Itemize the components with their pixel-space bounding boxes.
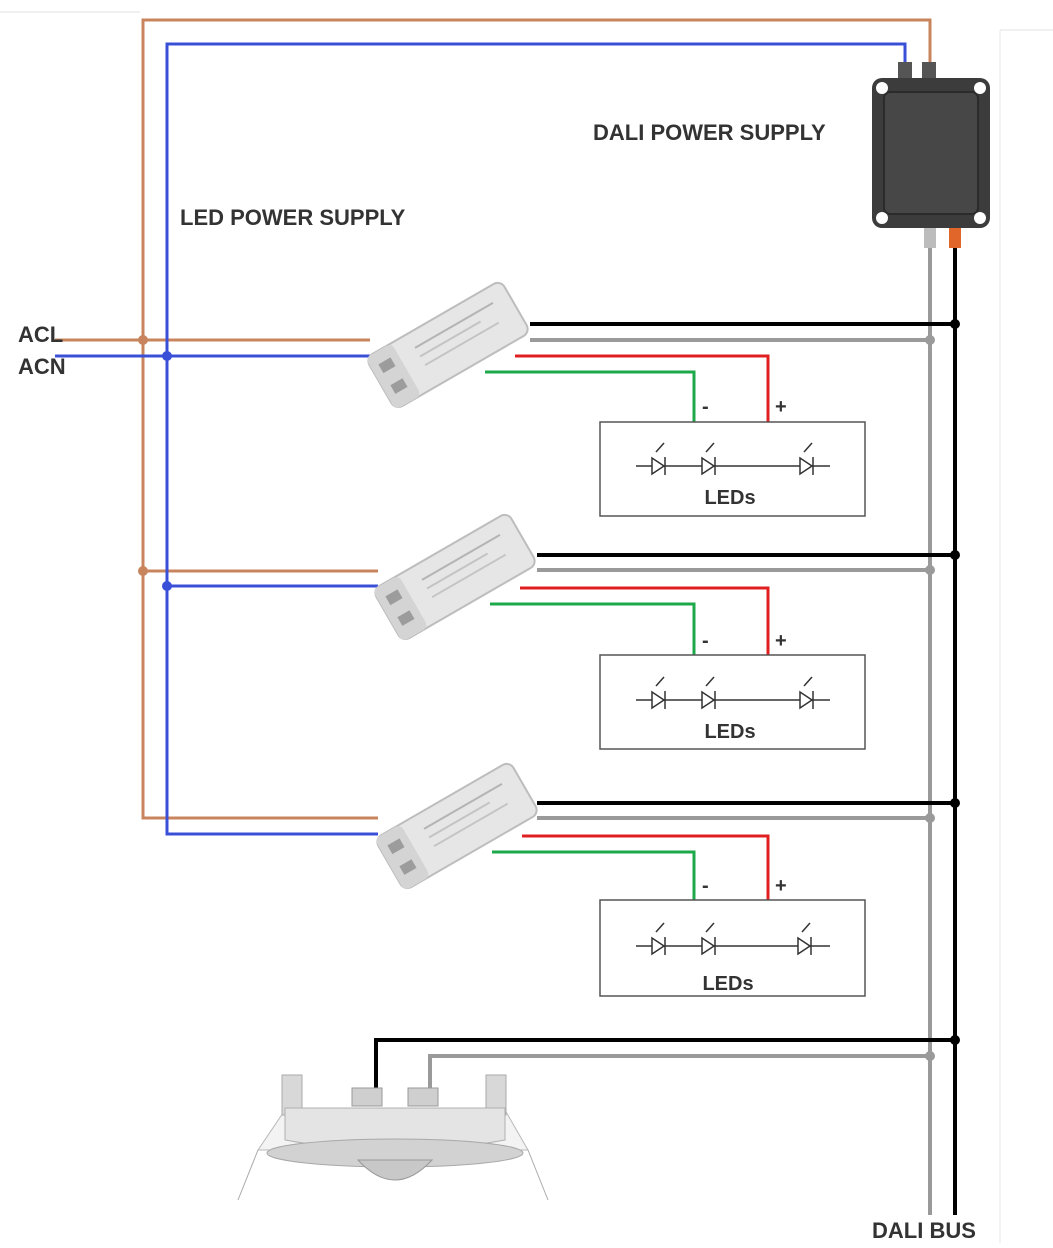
motion-sensor (237, 1074, 549, 1201)
led-diode-icon (797, 922, 812, 956)
led-module-2: LEDs - + (599, 630, 866, 750)
ac-junctions (138, 335, 172, 591)
led-driver-3 (376, 762, 538, 890)
led-module-label: LEDs (704, 721, 755, 743)
led-module-label: LEDs (704, 487, 755, 509)
led-diode-icon (701, 442, 716, 476)
led-diode-icon (651, 676, 666, 710)
minus-sign: - (702, 630, 709, 652)
led-power-supply-label: LED POWER SUPPLY (180, 205, 406, 230)
led-module-1: LEDs - + (599, 396, 866, 517)
led-diode-icon (701, 676, 716, 710)
dali-junctions (925, 319, 960, 1061)
acl-wire (55, 18, 932, 820)
dali-bus-label: DALI BUS (872, 1218, 976, 1243)
plus-sign: + (775, 630, 787, 652)
led-module-3: LEDs - + (599, 875, 866, 997)
led-diode-icon (701, 922, 716, 956)
minus-sign: - (702, 396, 709, 418)
plus-sign: + (775, 396, 787, 418)
led-diode-icon (651, 922, 666, 956)
acl-label: ACL (18, 322, 63, 347)
acn-wire (55, 42, 907, 836)
acn-label: ACN (18, 354, 66, 379)
led-diode-icon (651, 442, 666, 476)
led-module-label: LEDs (702, 973, 753, 995)
frame-lines (0, 11, 1053, 1243)
led-diode-icon (799, 676, 814, 710)
dali-power-supply-device (872, 62, 990, 248)
dali-bus-wires (374, 230, 957, 1215)
minus-sign: - (702, 875, 709, 897)
led-output-wires (485, 354, 770, 900)
plus-sign: + (775, 875, 787, 897)
led-driver-2 (374, 513, 536, 641)
led-diode-icon (799, 442, 814, 476)
dali-power-supply-label: DALI POWER SUPPLY (593, 120, 826, 145)
led-driver-1 (367, 281, 529, 409)
